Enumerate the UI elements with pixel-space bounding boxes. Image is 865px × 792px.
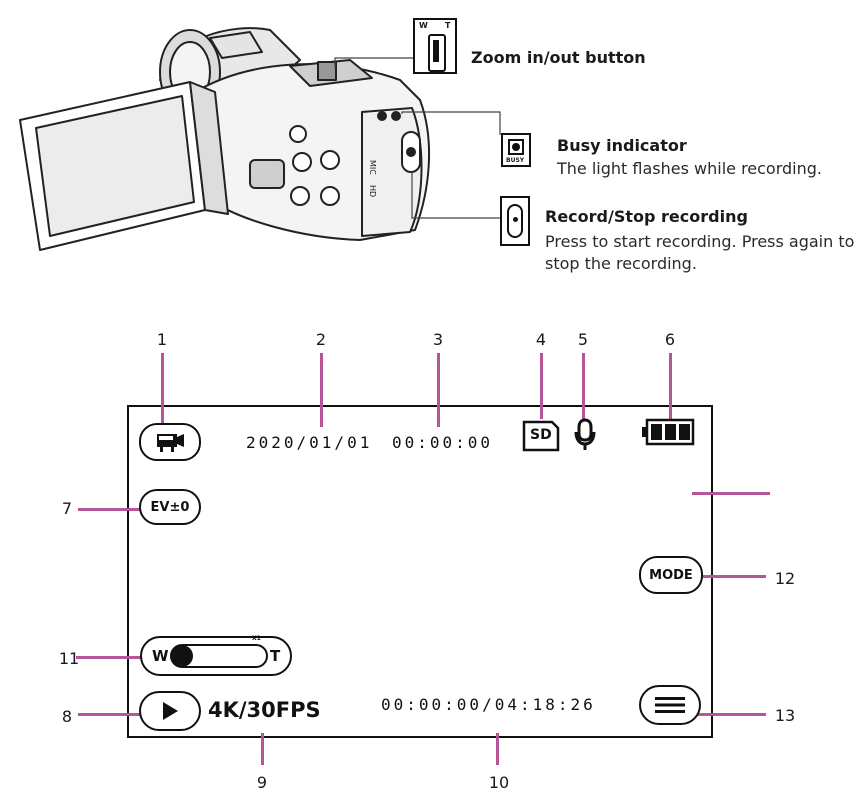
battery-icon [642, 418, 695, 446]
camera-mic-label: MIC [368, 160, 377, 175]
zoom-t-glyph: T [445, 21, 451, 30]
number-label: 10 [488, 773, 510, 792]
pointer-line [540, 353, 543, 419]
number-label: 11 [58, 649, 80, 668]
pointer-line [320, 353, 323, 427]
number-label: 9 [256, 773, 268, 792]
mode-label: MODE [649, 567, 693, 583]
play-icon [163, 702, 178, 720]
number-label: 7 [61, 499, 73, 518]
video-camera-icon [157, 434, 184, 452]
record-callout-title: Record/Stop recording [545, 207, 748, 226]
record-callout-desc: Press to start recording. Press again to… [545, 232, 855, 273]
zoom-slider-handle[interactable] [171, 645, 193, 667]
number-label: 3 [432, 330, 444, 349]
pointer-line [437, 353, 440, 427]
camera-hd-label: HD [368, 185, 377, 197]
zoom-w-label: W [152, 647, 169, 665]
pointer-line [76, 656, 154, 659]
zoom-level-label: X1 [252, 635, 261, 642]
zoom-w-glyph: W [419, 21, 428, 30]
number-label: 6 [664, 330, 676, 349]
number-label: 13 [774, 706, 796, 725]
video-mode-button[interactable] [139, 423, 201, 461]
zoom-t-label: T [270, 647, 281, 665]
microphone-icon [574, 418, 596, 450]
ev-label: EV±0 [150, 499, 190, 515]
busy-indicator-icon: BUSY [501, 133, 531, 167]
recording-counter: 00:00:00/04:18:26 [381, 695, 596, 714]
menu-button[interactable] [639, 685, 701, 725]
camcorder-illustration: MIC HD [19, 27, 501, 251]
pointer-line [261, 733, 264, 765]
screen-display [127, 405, 713, 738]
menu-icon [655, 697, 685, 713]
zoom-button-icon: W T [413, 18, 457, 74]
sd-card-label: SD [530, 427, 552, 443]
number-label: 8 [61, 707, 73, 726]
pointer-line [692, 492, 770, 495]
pointer-line [78, 713, 156, 716]
ev-button[interactable]: EV±0 [139, 489, 201, 525]
busy-callout-title: Busy indicator [557, 136, 687, 155]
zoom-callout-title: Zoom in/out button [471, 48, 646, 67]
date-display: 2020/01/01 [246, 433, 373, 452]
time-display: 00:00:00 [392, 433, 494, 452]
pointer-line [496, 733, 499, 765]
number-label: 2 [315, 330, 327, 349]
playback-button[interactable] [139, 691, 201, 731]
pointer-line [696, 575, 766, 578]
pointer-line [582, 353, 585, 419]
sd-card-icon: SD [522, 420, 560, 452]
busy-glyph: BUSY [506, 157, 525, 164]
mode-button[interactable]: MODE [639, 556, 703, 594]
pointer-line [692, 713, 766, 716]
resolution-fps-label: 4K/30FPS [208, 698, 321, 722]
pointer-line [669, 353, 672, 419]
number-label: 12 [774, 569, 796, 588]
number-label: 5 [577, 330, 589, 349]
busy-callout-desc: The light flashes while recording. [557, 159, 822, 178]
pointer-line [161, 353, 164, 427]
pointer-line [78, 508, 140, 511]
number-label: 1 [156, 330, 168, 349]
number-label: 4 [535, 330, 547, 349]
record-button-icon [500, 196, 530, 246]
